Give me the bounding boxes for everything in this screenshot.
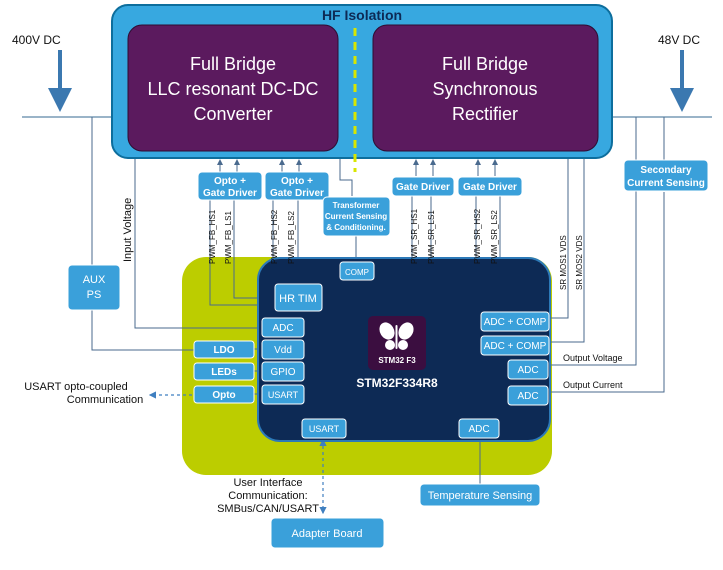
mcu-name-label: STM32F334R8	[356, 376, 438, 390]
usart-left-block: USART	[261, 384, 305, 405]
pwm-fb-hs1-label: PWM_FB_HS1	[208, 209, 217, 264]
aux-ps-block: AUX PS	[67, 264, 121, 311]
pwm-labels: PWM_FB_HS1 PWM_FB_LS1 PWM_FB_HS2 PWM_FB_…	[208, 208, 584, 290]
ldo-block: LDO	[193, 340, 255, 359]
input-voltage-label: Input Voltage	[122, 198, 134, 262]
hf-isolation-label: HF Isolation	[322, 7, 402, 23]
sync-rectifier-label-line2: Synchronous	[432, 79, 537, 99]
opto-gate-driver-2: Opto + Gate Driver	[264, 171, 330, 201]
opto-gate-driver-2-line2: Gate Driver	[270, 188, 324, 199]
hr-tim-block: HR TIM	[274, 283, 323, 312]
llc-converter-label-line3: Converter	[193, 104, 272, 124]
adc-bottom-label: ADC	[468, 424, 489, 435]
adc-right-2-label: ADC	[517, 391, 538, 402]
opto-gate-driver-1-line2: Gate Driver	[203, 188, 257, 199]
secondary-current-sensing-line1: Secondary	[640, 165, 692, 176]
pwm-fb-ls2-label: PWM_FB_LS2	[287, 211, 296, 264]
adc-right-2-block: ADC	[507, 385, 549, 406]
sync-rectifier-block	[372, 24, 599, 152]
input-dc-label: 400V DC	[12, 33, 61, 47]
ui-comm-label-line2: Communication:	[228, 490, 307, 502]
secondary-current-sensing: Secondary Current Sensing	[623, 159, 709, 192]
gate-driver-2-label: Gate Driver	[463, 182, 517, 193]
adc-bottom-block: ADC	[458, 418, 500, 439]
usart-bottom-label: USART	[309, 424, 340, 434]
opto-gate-driver-2-line1: Opto +	[281, 176, 313, 187]
ui-comm-label-line3: SMBus/CAN/USART	[217, 503, 319, 515]
usart-left-label: USART	[268, 390, 299, 400]
adapter-board-label: Adapter Board	[292, 528, 363, 540]
opto-block: Opto	[193, 385, 255, 404]
temperature-sensing-label: Temperature Sensing	[428, 490, 533, 502]
temperature-sensing-block: Temperature Sensing	[419, 483, 541, 507]
hr-tim-label: HR TIM	[279, 293, 317, 305]
adc-comp-1-label: ADC + COMP	[484, 317, 547, 328]
sr-mos1-vds-label: SR MOS1 VDS	[559, 235, 568, 290]
gate-driver-2: Gate Driver	[457, 176, 523, 197]
adc-left-block: ADC	[261, 317, 305, 338]
pwm-sr-ls2-label: PWM_SR_LS2	[490, 210, 499, 264]
usart-comm-label-line1: USART opto-coupled	[24, 381, 128, 393]
pwm-sr-hs2-label: PWM_SR_HS2	[473, 208, 482, 264]
opto-label: Opto	[212, 390, 235, 401]
pwm-sr-hs1-label: PWM_SR_HS1	[410, 208, 419, 264]
leds-label: LEDs	[211, 367, 237, 378]
vdd-block: Vdd	[261, 339, 305, 360]
sync-rectifier-label-line1: Full Bridge	[442, 54, 528, 74]
aux-ps-line1: AUX	[83, 274, 106, 286]
llc-converter-label-line1: Full Bridge	[190, 54, 276, 74]
gate-driver-1: Gate Driver	[391, 176, 455, 197]
comp-label: COMP	[345, 268, 369, 277]
transformer-sensing-line2: Current Sensing	[325, 212, 387, 221]
pwm-fb-ls1-label: PWM_FB_LS1	[224, 211, 233, 264]
transformer-sensing-line1: Transformer	[333, 201, 380, 210]
output-current-label: Output Current	[563, 380, 623, 390]
stm32-logo: STM32 F3	[368, 316, 426, 370]
output-voltage-label: Output Voltage	[563, 353, 623, 363]
sr-mos2-vds-label: SR MOS2 VDS	[575, 235, 584, 290]
transformer-current-sensing: Transformer Current Sensing & Conditioni…	[322, 196, 391, 237]
adc-right-1-block: ADC	[507, 359, 549, 380]
adc-comp-2-block: ADC + COMP	[480, 335, 550, 356]
gate-driver-1-label: Gate Driver	[396, 182, 450, 193]
transformer-sensing-line3: & Conditioning.	[326, 223, 386, 232]
adc-comp-2-label: ADC + COMP	[484, 341, 547, 352]
gpio-block: GPIO	[261, 361, 305, 382]
aux-ps-line2: PS	[87, 289, 102, 301]
vdd-label: Vdd	[274, 345, 292, 356]
pwm-sr-ls1-label: PWM_SR_LS1	[427, 210, 436, 264]
opto-gate-driver-1-line1: Opto +	[214, 176, 246, 187]
secondary-current-sensing-line2: Current Sensing	[627, 178, 705, 189]
opto-gate-driver-1: Opto + Gate Driver	[197, 171, 263, 201]
adc-left-label: ADC	[272, 323, 293, 334]
butterfly-icon	[379, 322, 414, 350]
usart-comm-label-line2: Communication	[67, 394, 143, 406]
adc-right-1-label: ADC	[517, 365, 538, 376]
ldo-label: LDO	[213, 345, 234, 356]
comp-block: COMP	[339, 261, 375, 281]
usart-bottom-block: USART	[301, 418, 347, 439]
leds-block: LEDs	[193, 362, 255, 381]
gpio-label: GPIO	[270, 367, 295, 378]
output-dc-label: 48V DC	[658, 33, 700, 47]
ui-comm-label-line1: User Interface	[233, 477, 302, 489]
sync-rectifier-label-line3: Rectifier	[452, 104, 518, 124]
llc-converter-label-line2: LLC resonant DC-DC	[147, 79, 318, 99]
stm32-logo-text: STM32 F3	[378, 356, 416, 365]
llc-converter-block	[127, 24, 339, 152]
adc-comp-1-block: ADC + COMP	[480, 311, 550, 332]
pwm-fb-hs2-label: PWM_FB_HS2	[270, 209, 279, 264]
adapter-board-block: Adapter Board	[270, 517, 385, 549]
